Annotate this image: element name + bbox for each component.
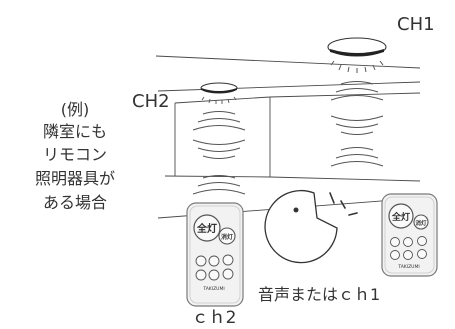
remote-brand: TAKIZUMI <box>202 286 224 292</box>
ch-button-1 <box>195 269 207 281</box>
remote-body <box>381 193 438 277</box>
note-line-5: ある場合 <box>43 193 107 212</box>
mode-button-2 <box>222 268 234 280</box>
note-line-4: 照明器具が <box>35 169 115 188</box>
dim-button-1 <box>195 255 207 267</box>
mode-button-1 <box>222 254 234 266</box>
ch2-caption: ｃｈ2 <box>192 308 237 328</box>
all-on-button <box>193 214 221 242</box>
ceiling-back-line <box>155 55 421 69</box>
ch2-label: CH2 <box>132 91 170 112</box>
ch-button-2 <box>403 250 413 260</box>
ceiling-room2-line <box>174 96 271 104</box>
floor-room2-line <box>164 175 271 178</box>
note-line-1: (例) <box>61 100 90 119</box>
speaking-face-icon <box>264 189 358 264</box>
voice-caption: 音声またはｃｈ1 <box>258 285 380 304</box>
dim-button-2 <box>403 237 413 247</box>
note-line-3: リモコン <box>43 145 107 164</box>
dim-button-1 <box>390 237 400 247</box>
dim-button-2 <box>208 255 220 267</box>
remote-control-ch1: 全灯 消灯 TAKIZUMI <box>381 193 438 277</box>
signal-waves-ch2 <box>192 110 246 195</box>
mode-button-1 <box>417 236 427 246</box>
ceiling-light-ch2 <box>200 82 238 104</box>
signal-waves-ch1 <box>330 80 384 167</box>
ch-button-1 <box>390 250 400 260</box>
off-button <box>218 227 236 245</box>
mode-button-2 <box>417 249 427 259</box>
ceiling-far-line <box>157 81 421 92</box>
ceiling-room1-line <box>269 92 421 98</box>
remote-brand: TAKIZUMI <box>397 264 419 270</box>
svg-text:消灯: 消灯 <box>221 233 233 241</box>
note-text: (例) 隣室にも リモコン 照明器具が ある場合 <box>35 100 115 212</box>
note-line-2: 隣室にも <box>43 122 107 141</box>
ch1-label: CH1 <box>397 14 435 35</box>
all-on-button <box>388 203 414 229</box>
floor-room1-line <box>269 176 421 182</box>
svg-text:消灯: 消灯 <box>415 219 427 227</box>
ceiling-light-ch1 <box>327 37 387 73</box>
off-button <box>413 214 429 230</box>
remote-control-ch2: 全灯 消灯 TAKIZUMI <box>186 202 244 307</box>
svg-text:全灯: 全灯 <box>196 222 217 235</box>
svg-text:全灯: 全灯 <box>391 211 410 223</box>
ch-button-2 <box>208 269 220 281</box>
